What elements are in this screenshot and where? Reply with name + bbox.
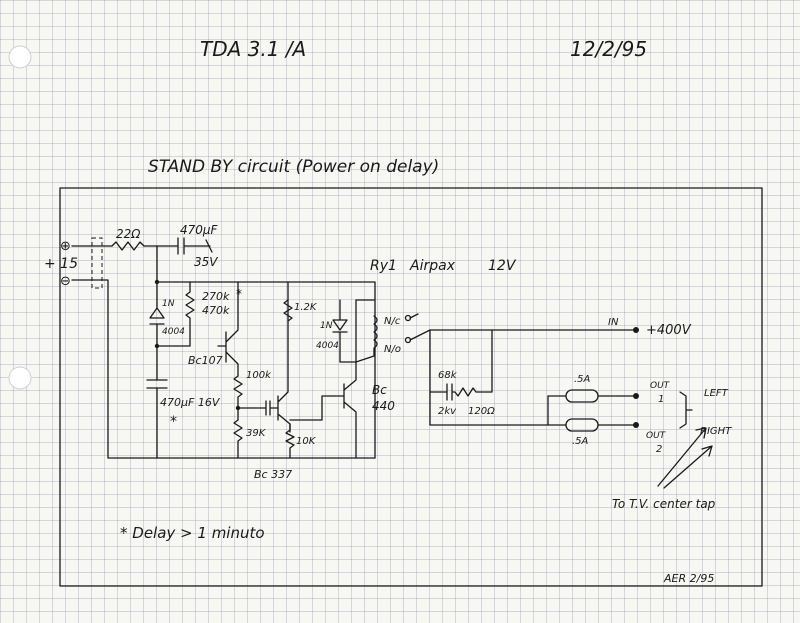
label-fuse-1: .5A (574, 374, 591, 385)
wire-q2-q3 (289, 395, 345, 421)
capacitor-470uf-35v (177, 237, 213, 255)
label-diode-1n: 1N (162, 299, 175, 309)
zener-diode-4004 (149, 281, 165, 347)
terminal-out2 (633, 422, 639, 428)
transistor-bc107 (217, 281, 239, 377)
transistor-bc337 (277, 281, 291, 433)
relay-contact-switch (409, 313, 431, 426)
supply-voltage-label: + 15 (44, 256, 78, 272)
supply-minus-symbol: ⊖ (60, 274, 71, 289)
label-100k: 100k (246, 370, 272, 381)
label-1k2: 1.2K (294, 302, 318, 313)
relay-contact-no (404, 336, 412, 344)
label-120-ohm: 120Ω (468, 406, 495, 417)
sheet-date: 12/2/95 (570, 37, 647, 61)
project-name: TDA 3.1 /A (200, 37, 306, 61)
label-470k: 470k (202, 304, 230, 317)
resistor-10k (285, 423, 295, 459)
supply-plus-symbol: ⊕ (60, 239, 71, 254)
label-270k: 270k (202, 290, 230, 303)
label-out1-number: 1 (658, 394, 664, 405)
label-relay-airpax: Airpax (409, 258, 456, 274)
terminal-out1 (633, 393, 639, 399)
snubber-network (429, 329, 493, 401)
label-contact-no: N/o (384, 344, 401, 355)
supply-connector (91, 237, 103, 289)
binder-hole-bottom (8, 366, 32, 390)
label-22-ohm: 22Ω (116, 227, 141, 241)
label-relay-diode-4004: 4004 (316, 341, 339, 351)
resistor-1k2 (283, 299, 293, 322)
bracket-outputs (679, 391, 693, 429)
label-out2: OUT (646, 431, 667, 441)
label-fuse-2: .5A (572, 436, 589, 447)
label-out2-number: 2 (656, 444, 662, 455)
label-470uf-16v: 470µF 16V (160, 396, 221, 409)
label-right: RIGHT (700, 426, 732, 437)
label-bc337: Bc 337 (254, 468, 292, 481)
fuse-out1 (565, 389, 599, 403)
drawing-frame (59, 187, 763, 587)
label-bc107: Bc107 (188, 354, 223, 367)
label-hv: +400V (646, 323, 692, 338)
wire-left-rail (156, 245, 376, 459)
label-440-q3: 440 (372, 399, 395, 413)
signature: AER 2/95 (663, 572, 714, 585)
label-asterisk-delay: * (170, 414, 177, 430)
label-470uf: 470µF (180, 223, 219, 237)
label-39k: 39K (246, 428, 267, 439)
resistor-39k (233, 419, 243, 459)
fuse-out2 (565, 418, 599, 432)
label-35v: 35V (194, 255, 218, 269)
resistor-22-ohm (111, 241, 145, 251)
schematic-title: STAND BY circuit (Power on delay) (148, 157, 439, 177)
label-diode-4004: 4004 (162, 327, 185, 337)
terminal-hv (633, 327, 639, 333)
label-asterisk: * (236, 287, 242, 301)
arrow-center-tap (657, 427, 713, 489)
label-left: LEFT (704, 388, 729, 399)
label-out1: OUT (650, 381, 671, 391)
resistor-270k (156, 281, 195, 347)
label-relay-12v: 12V (488, 258, 517, 274)
wire-output-bus (429, 395, 549, 426)
label-10k: 10K (296, 436, 317, 447)
relay-coil (355, 299, 378, 363)
junction (154, 343, 160, 349)
label-68k: 68k (438, 370, 458, 381)
coupling-element (237, 400, 279, 416)
label-contact-nc: N/c (384, 316, 401, 327)
label-bc-q3: Bc (372, 383, 387, 397)
flyback-diode (332, 299, 357, 363)
label-relay-ry1: Ry1 (370, 258, 397, 274)
note-tv-center-tap: To T.V. center tap (612, 497, 716, 511)
label-relay-diode-1n: 1N (320, 321, 333, 331)
label-in: IN (608, 317, 619, 328)
binder-hole-top (8, 45, 32, 69)
transistor-bc440 (343, 361, 357, 459)
footnote-delay: * Delay > 1 minuto (120, 524, 265, 542)
resistor-100k (233, 375, 243, 421)
wire-supply-minus (71, 279, 376, 459)
relay-contact-nc (404, 314, 412, 322)
capacitor-470uf-16v (146, 345, 168, 459)
label-2kv: 2kv (438, 406, 457, 417)
